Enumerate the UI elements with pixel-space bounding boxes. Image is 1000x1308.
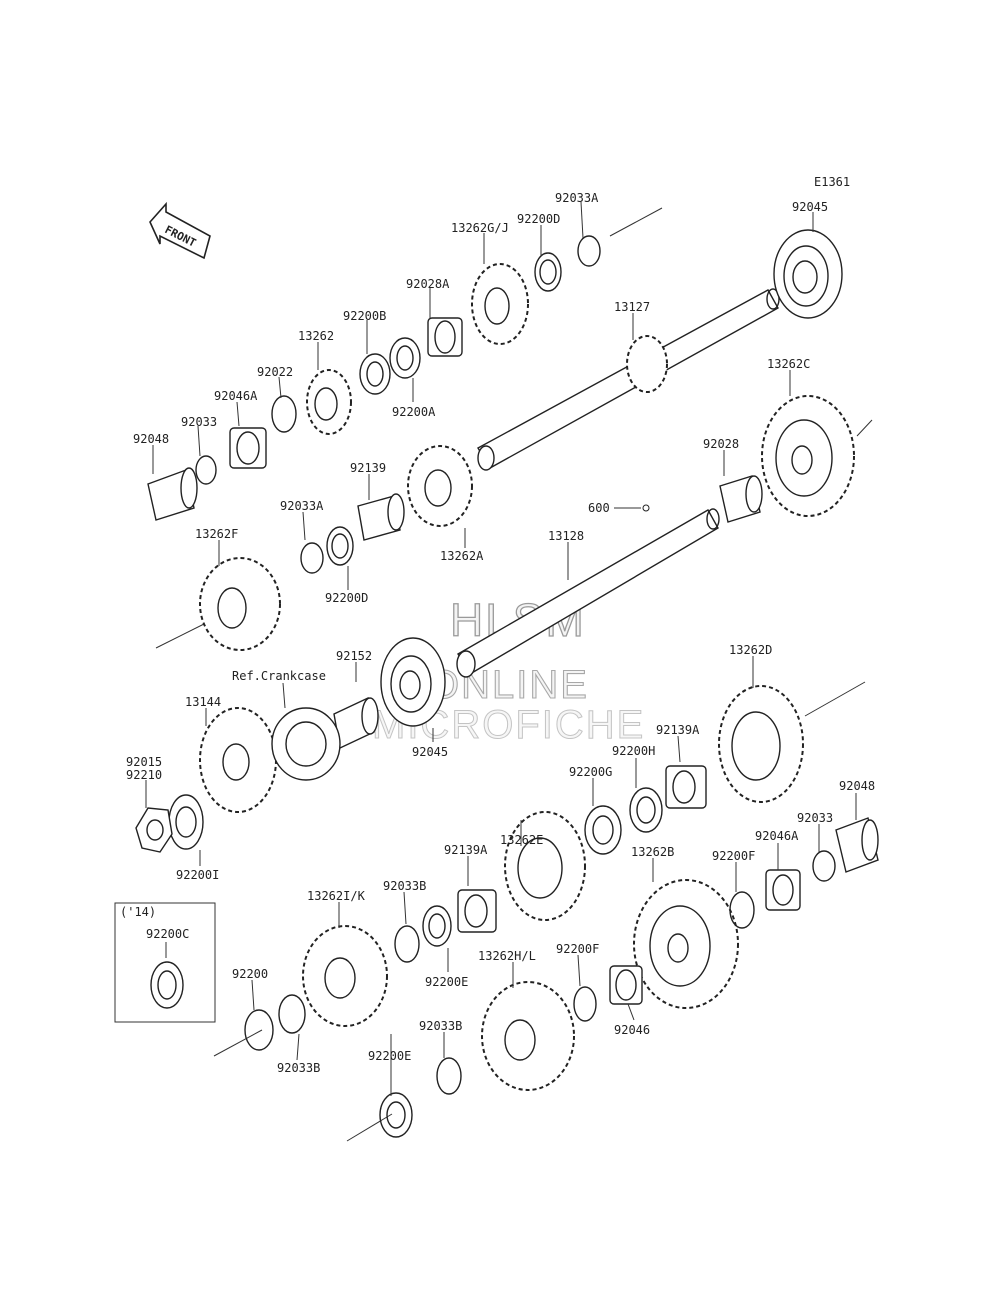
part-label: 92033 [797, 811, 833, 825]
part-label: 92046A [214, 389, 258, 403]
gear-13262E [504, 811, 586, 921]
axis-lines [155, 207, 873, 1142]
part-label: 92139 [350, 461, 386, 475]
diagram-code: E1361 [814, 175, 850, 189]
part-label: 92033A [555, 191, 599, 205]
part-label: 92200G [569, 765, 612, 779]
part-label: 92048 [839, 779, 875, 793]
part-label: 92033B [277, 1061, 320, 1075]
gear-13262A [407, 445, 473, 527]
upper-shaft [477, 288, 780, 471]
part-label: 92152 [336, 649, 372, 663]
part-label: 92200B [343, 309, 386, 323]
bearing-92045-upper [773, 229, 843, 319]
part-label: 13262I/K [307, 889, 366, 903]
part-label: 92046 [614, 1023, 650, 1037]
part-label: 92200I [176, 868, 219, 882]
part-label: 13262G/J [451, 221, 509, 235]
part-label: 92022 [257, 365, 293, 379]
part-label: 92200A [392, 405, 436, 419]
part-label: 92045 [412, 745, 448, 759]
part-label: 92200D [517, 212, 560, 226]
part-label: 92033B [419, 1019, 462, 1033]
part-label: 92015 [126, 755, 162, 769]
part-label: 92200 [232, 967, 268, 981]
gear-13144 [199, 707, 277, 813]
part-label: 92033B [383, 879, 426, 893]
part-label: 92033A [280, 499, 324, 513]
gears [199, 263, 855, 1091]
year-box-label: ('14) [120, 905, 156, 919]
part-label: 92048 [133, 432, 169, 446]
part-label: 13262 [298, 329, 334, 343]
part-label: 13262D [729, 643, 772, 657]
part-label: 92200D [325, 591, 368, 605]
gear-13262G-J [471, 263, 529, 345]
part-label: 13262F [195, 527, 238, 541]
gear-13262I-K [302, 925, 388, 1027]
part-label: 13144 [185, 695, 221, 709]
part-label: 92200E [368, 1049, 411, 1063]
part-label: 13262H/L [478, 949, 536, 963]
washer-shape [150, 961, 184, 1009]
watermark-line-2: ONLINE [428, 663, 589, 707]
front-arrow-icon: FRONT [149, 201, 211, 260]
part-label: 92046A [755, 829, 799, 843]
part-label: 13128 [548, 529, 584, 543]
part-label: 92210 [126, 768, 162, 782]
part-label: 92045 [792, 200, 828, 214]
part-label: 13127 [614, 300, 650, 314]
part-label: 92200E [425, 975, 468, 989]
gear-13262 [306, 369, 352, 435]
small-parts [135, 229, 879, 1138]
ref-crankcase-label: Ref.Crankcase [232, 669, 326, 683]
part-label: 92200F [556, 942, 599, 956]
gear-13262H-L [481, 981, 575, 1091]
leader-lines [145, 201, 857, 1096]
part-label: 92200H [612, 744, 655, 758]
part-label: 92200F [712, 849, 755, 863]
gear-13262D [718, 685, 804, 803]
part-label: 92139A [444, 843, 488, 857]
part-label: 600 [588, 501, 610, 515]
gear-13262F [199, 557, 281, 651]
part-label: 92028A [406, 277, 450, 291]
part-label: 92139A [656, 723, 700, 737]
part-label: 92028 [703, 437, 739, 451]
part-label: 13262B [631, 845, 674, 859]
part-label: 13262A [440, 549, 484, 563]
part-label: 13262E [500, 833, 543, 847]
year-box-part: 92200C [146, 927, 189, 941]
part-labels: 92033A 92045 92200D 13262G/J 92028A 9220… [126, 191, 875, 1075]
part-label: 92033 [181, 415, 217, 429]
lower-shaft [456, 508, 720, 678]
part-label: 13262C [767, 357, 810, 371]
year-variant-box: ('14) 92200C [114, 902, 216, 1023]
